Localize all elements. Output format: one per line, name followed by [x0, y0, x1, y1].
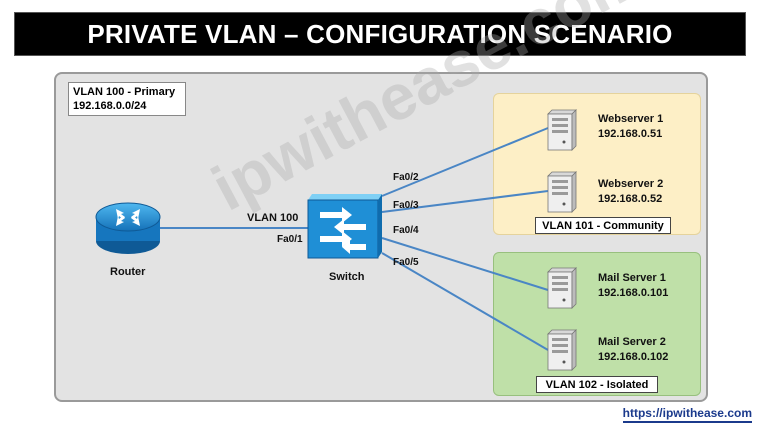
isolated-vlan-label: VLAN 102 - Isolated — [536, 376, 658, 393]
server-3-name: Mail Server 1 — [598, 272, 666, 284]
server-icon[interactable] — [546, 170, 578, 219]
switch-icon[interactable] — [306, 192, 384, 265]
port-fa0-5: Fa0/5 — [393, 257, 419, 268]
server-4-label: Mail Server 2 192.168.0.102 — [598, 335, 668, 365]
link-fa0-4 — [381, 237, 549, 291]
port-fa0-4: Fa0/4 — [393, 225, 419, 236]
server-2-label: Webserver 2 192.168.0.52 — [598, 177, 663, 207]
community-zone — [493, 93, 701, 235]
server-1-name: Webserver 1 — [598, 113, 664, 125]
source-url-link[interactable]: https://ipwithease.com — [622, 406, 752, 423]
server-icon[interactable] — [546, 328, 578, 377]
server-2-name: Webserver 2 — [598, 178, 664, 190]
server-2-ip: 192.168.0.52 — [598, 193, 663, 205]
router-link-vlan: VLAN 100 — [247, 212, 299, 224]
server-1-ip: 192.168.0.51 — [598, 128, 663, 140]
server-4-name: Mail Server 2 — [598, 336, 666, 348]
server-3-label: Mail Server 1 192.168.0.101 — [598, 271, 668, 301]
server-icon[interactable] — [546, 108, 578, 157]
primary-vlan-name: VLAN 100 - Primary — [73, 86, 176, 98]
server-icon[interactable] — [546, 266, 578, 315]
server-4-ip: 192.168.0.102 — [598, 351, 669, 363]
primary-vlan-subnet: 192.168.0.0/24 — [73, 100, 147, 112]
link-fa0-2 — [381, 127, 549, 197]
router-icon[interactable] — [94, 199, 162, 262]
primary-vlan-box: VLAN 100 - Primary 192.168.0.0/24 — [68, 82, 186, 116]
server-1-label: Webserver 1 192.168.0.51 — [598, 112, 663, 142]
port-fa0-2: Fa0/2 — [393, 172, 419, 183]
community-vlan-label: VLAN 101 - Community — [535, 217, 671, 234]
isolated-zone — [493, 252, 701, 396]
port-fa0-1: Fa0/1 — [277, 234, 303, 245]
link-fa0-3 — [381, 190, 549, 213]
page-title: PRIVATE VLAN – CONFIGURATION SCENARIO — [14, 12, 746, 56]
server-3-ip: 192.168.0.101 — [598, 287, 669, 299]
switch-label: Switch — [329, 271, 365, 283]
port-fa0-3: Fa0/3 — [393, 200, 419, 211]
link-fa0-5 — [381, 252, 549, 351]
router-label: Router — [110, 266, 146, 278]
